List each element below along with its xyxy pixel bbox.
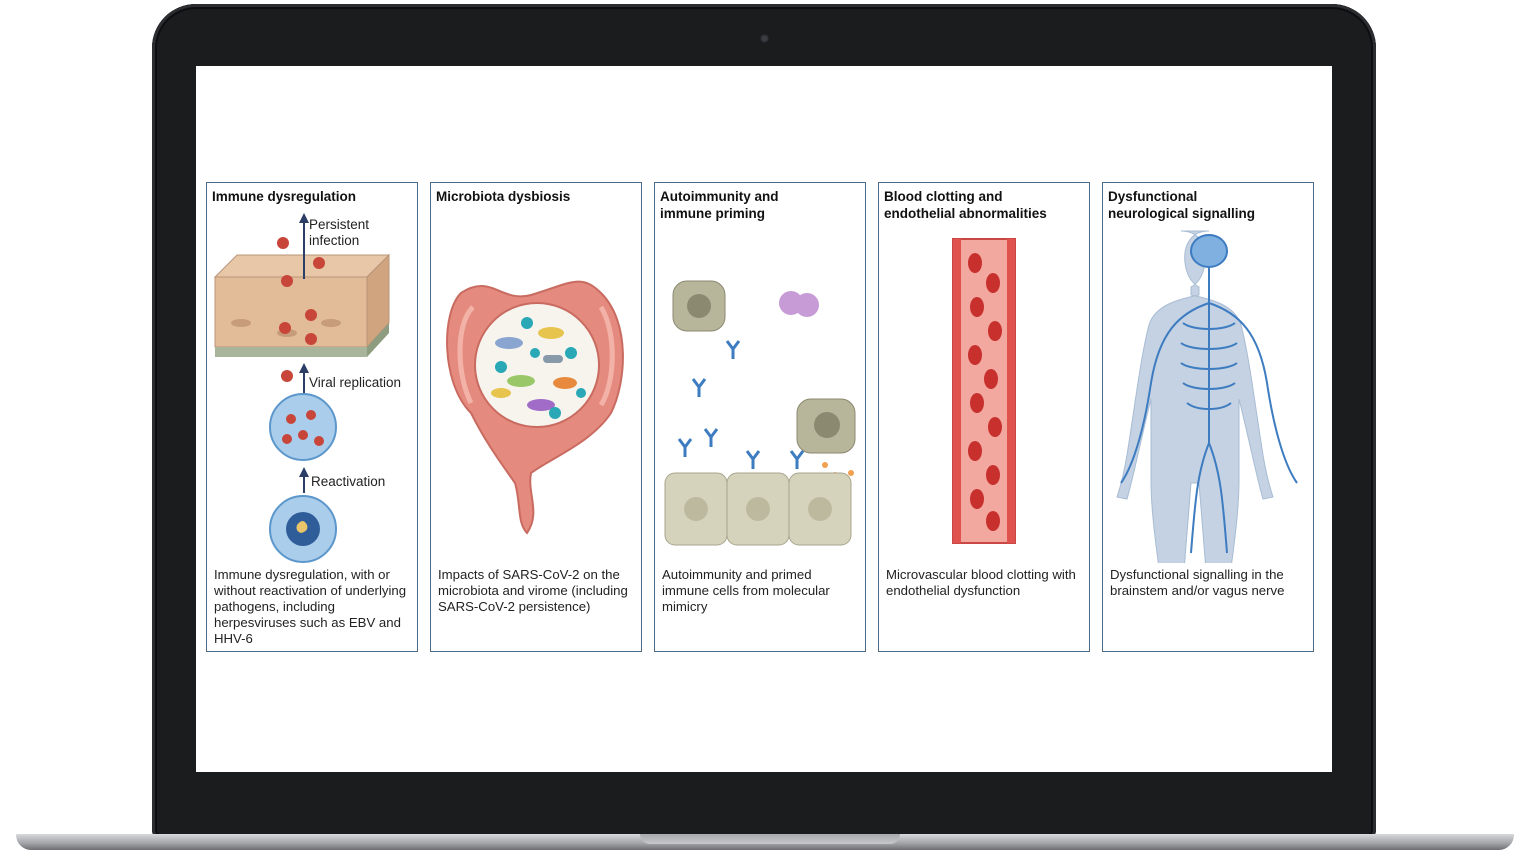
panel-caption: Dysfunctional signalling in the brainste… [1110, 567, 1310, 599]
laptop-screen: Immune dysregulation [196, 66, 1332, 772]
laptop-notch [640, 834, 900, 844]
webcam-icon [760, 34, 769, 43]
nervous-system-illustration [1103, 183, 1315, 563]
panel-neurological-signalling: Dysfunctional neurological signalling Dy… [1102, 182, 1314, 652]
antibody-icon [679, 341, 803, 469]
label-reactivation: Reactivation [311, 474, 411, 490]
panel-caption: Microvascular blood clotting with endoth… [886, 567, 1086, 599]
label-viral-replication: Viral replication [309, 375, 419, 391]
panel-caption: Immune dysregulation, with or without re… [214, 567, 414, 647]
panel-immune-dysregulation: Immune dysregulation [206, 182, 418, 652]
panel-microbiota-dysbiosis: Microbiota dysbiosis Impacts of SARS-CoV… [430, 182, 642, 652]
panel-caption: Autoimmunity and primed immune cells fro… [662, 567, 862, 615]
panel-blood-clotting: Blood clotting and endothelial abnormali… [878, 182, 1090, 652]
panel-autoimmunity: Autoimmunity and immune priming [654, 182, 866, 652]
intestine-illustration [431, 183, 643, 563]
blood-vessel-illustration [879, 183, 1091, 563]
autoimmunity-illustration [655, 183, 867, 563]
label-persistent-infection: Persistent infection [309, 217, 409, 249]
panel-caption: Impacts of SARS-CoV-2 on the microbiota … [438, 567, 638, 615]
